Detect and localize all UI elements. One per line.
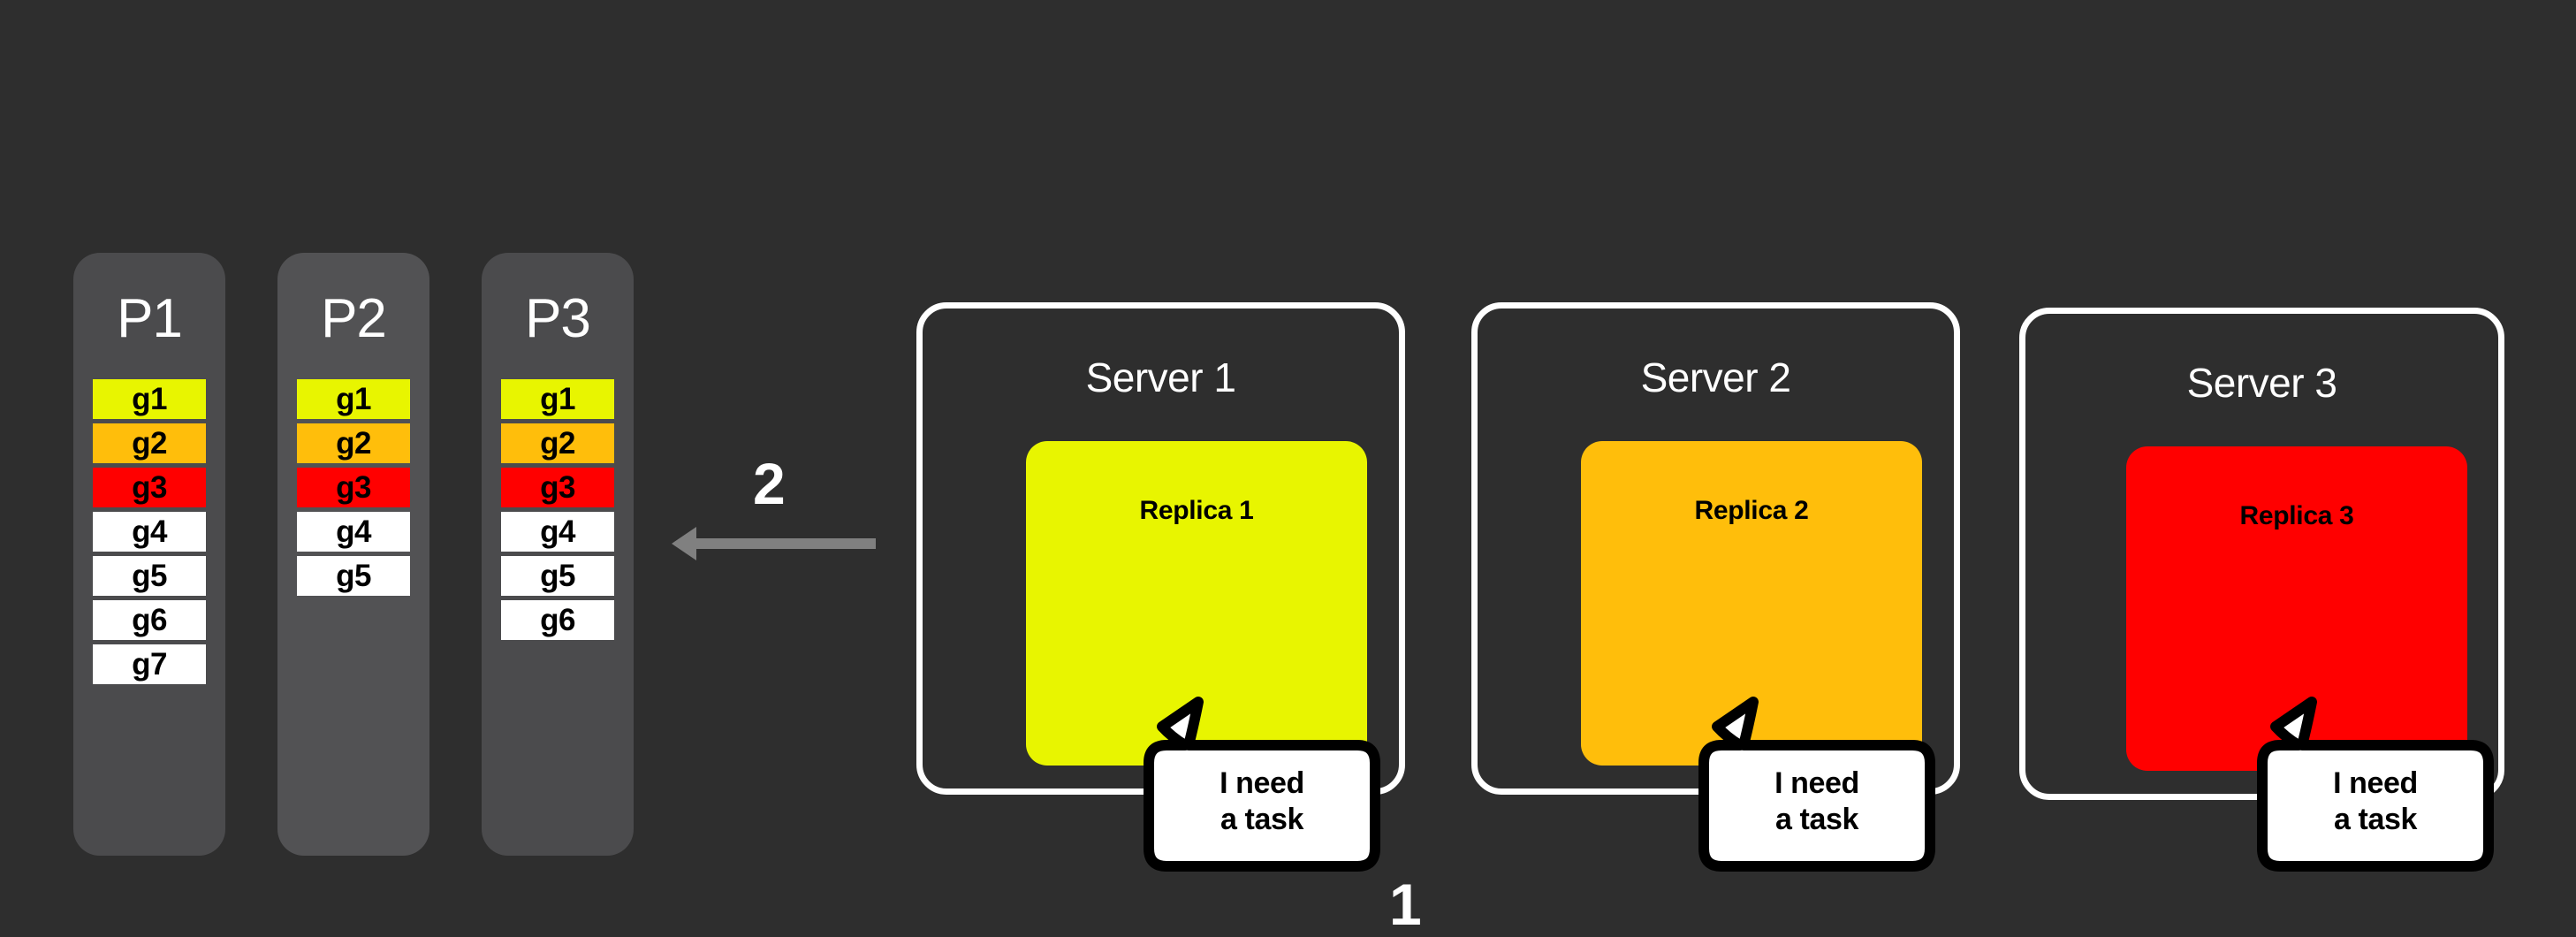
task-request-arrow [672, 526, 876, 561]
partition-p3-title: P3 [525, 288, 591, 349]
speech-bubble-shape-icon [2257, 697, 2494, 872]
task-tile[interactable]: g7 [93, 644, 206, 684]
speech-bubble-shape-icon [1144, 697, 1380, 872]
server-2-title: Server 2 [1640, 354, 1791, 400]
server-3-title: Server 3 [2186, 360, 2337, 406]
task-tile[interactable]: g4 [501, 512, 614, 552]
step-2-label: 2 [753, 451, 786, 516]
task-tile[interactable]: g1 [93, 379, 206, 419]
server-1-speech-bubble: I need a task [1138, 697, 1386, 882]
task-tile[interactable]: g3 [93, 468, 206, 507]
task-tile[interactable]: g3 [501, 468, 614, 507]
task-tile[interactable]: g4 [93, 512, 206, 552]
task-tile[interactable]: g5 [297, 556, 410, 596]
task-tile[interactable]: g5 [93, 556, 206, 596]
task-tile[interactable]: g1 [501, 379, 614, 419]
server-3-bubble-text: I need a task [2333, 766, 2418, 837]
task-tile[interactable]: g3 [297, 468, 410, 507]
task-tile[interactable]: g6 [501, 600, 614, 640]
replica-3-label: Replica 3 [2239, 501, 2354, 530]
partition-p3: P3 g1 g2 g3 g4 g5 g6 [482, 253, 634, 856]
partition-p3-task-list: g1 g2 g3 g4 g5 g6 [482, 379, 634, 640]
server-1-title: Server 1 [1085, 354, 1236, 400]
task-tile[interactable]: g2 [297, 423, 410, 463]
replica-2-label: Replica 2 [1694, 496, 1809, 525]
server-2-box[interactable]: Server 2 Replica 2 [1471, 302, 1960, 795]
partition-p1: P1 g1 g2 g3 g4 g5 g6 g7 [73, 253, 225, 856]
server-2-speech-bubble: I need a task [1693, 697, 1941, 882]
partition-p2-title: P2 [321, 288, 387, 349]
task-tile[interactable]: g1 [297, 379, 410, 419]
step-1-label: 1 [1389, 872, 1422, 937]
task-tile[interactable]: g5 [501, 556, 614, 596]
server-3-speech-bubble: I need a task [2252, 697, 2499, 882]
task-tile[interactable]: g6 [93, 600, 206, 640]
speech-bubble-shape-icon [1698, 697, 1935, 872]
partition-p1-title: P1 [117, 288, 183, 349]
partition-p2-task-list: g1 g2 g3 g4 g5 [277, 379, 429, 596]
partition-p2: P2 g1 g2 g3 g4 g5 [277, 253, 429, 856]
task-tile[interactable]: g2 [93, 423, 206, 463]
partition-p1-task-list: g1 g2 g3 g4 g5 g6 g7 [73, 379, 225, 684]
arrow-shaft [695, 538, 876, 549]
replica-1-label: Replica 1 [1139, 496, 1254, 525]
arrow-head-left-icon [672, 527, 696, 560]
server-2-bubble-text: I need a task [1774, 766, 1859, 837]
task-tile[interactable]: g2 [501, 423, 614, 463]
server-1-bubble-text: I need a task [1220, 766, 1304, 837]
task-tile[interactable]: g4 [297, 512, 410, 552]
